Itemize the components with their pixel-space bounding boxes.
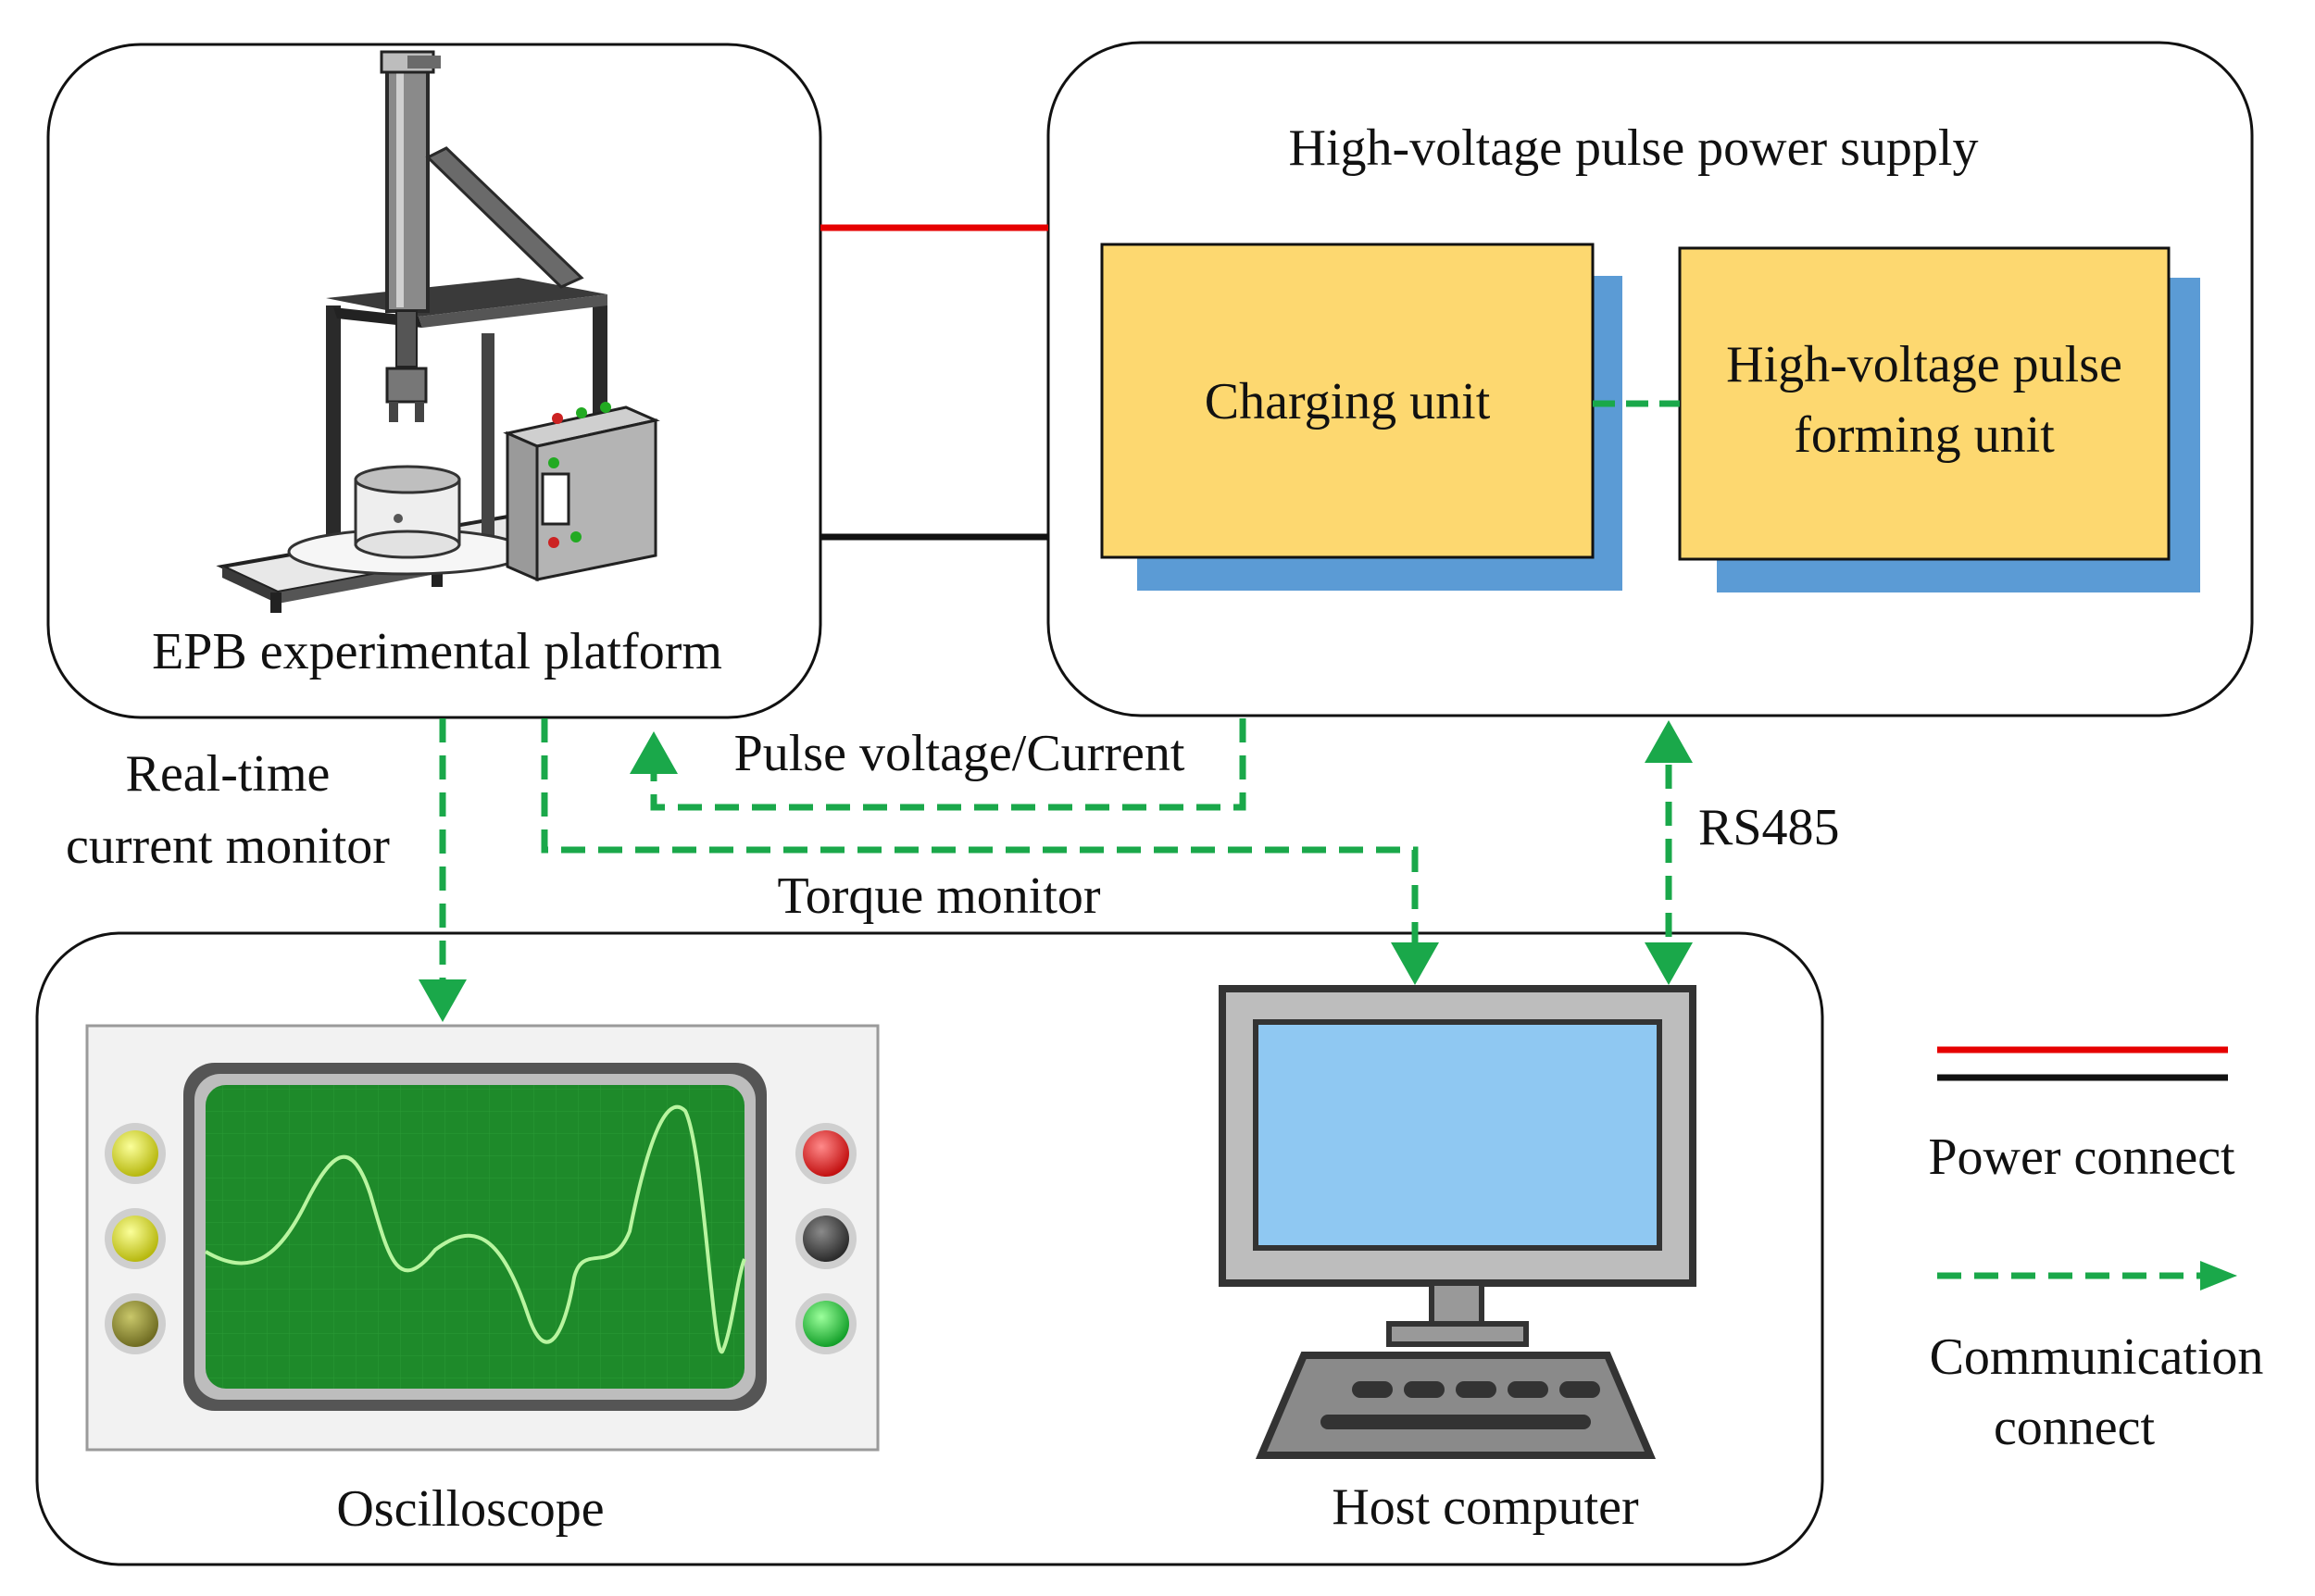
torque-monitor-line <box>541 718 1419 954</box>
charging-unit-box <box>1100 243 1595 559</box>
rs485-arrowhead-up <box>1645 720 1693 763</box>
oscilloscope-waveform <box>204 1104 746 1354</box>
rs485-arrowhead-down <box>1645 942 1693 985</box>
realtime-label-line1: Real-time <box>126 745 331 803</box>
realtime-label-line2: current monitor <box>66 817 390 875</box>
epb-platform-illustration <box>216 50 660 613</box>
realtime-arrowhead <box>419 979 467 1022</box>
legend-comm-label-line1: Communication <box>1930 1328 2264 1386</box>
pulse-label: Pulse voltage/Current <box>734 725 1185 782</box>
forming-unit-box <box>1678 246 2171 561</box>
platform-panel <box>46 43 822 719</box>
oscilloscope-label: Oscilloscope <box>336 1480 604 1538</box>
rs485-label: RS485 <box>1698 799 1840 856</box>
legend-comm-arrowhead <box>2200 1261 2237 1291</box>
power-supply-title: High-voltage pulse power supply <box>1289 119 1979 177</box>
torque-label: Torque monitor <box>777 867 1100 925</box>
platform-label: EPB experimental platform <box>152 623 722 680</box>
keyboard-keys <box>1320 1381 1600 1429</box>
pulse-arrowhead <box>630 731 678 774</box>
legend-comm-label-line2: connect <box>1994 1399 2156 1456</box>
forming-unit-label-line2: forming unit <box>1794 406 2055 464</box>
forming-unit-label-line1: High-voltage pulse <box>1726 336 2122 393</box>
charging-unit-label: Charging unit <box>1205 373 1491 430</box>
host-computer-label: Host computer <box>1332 1478 1639 1536</box>
legend: Power connect Communication connect <box>1928 1046 2264 1456</box>
legend-power-label: Power connect <box>1928 1128 2235 1186</box>
pulse-voltage-line <box>650 718 1246 811</box>
communication-links <box>439 718 1672 983</box>
host-computer-illustration <box>1219 985 1696 1459</box>
torque-arrowhead <box>1391 942 1439 985</box>
oscilloscope-illustration <box>85 1024 880 1452</box>
